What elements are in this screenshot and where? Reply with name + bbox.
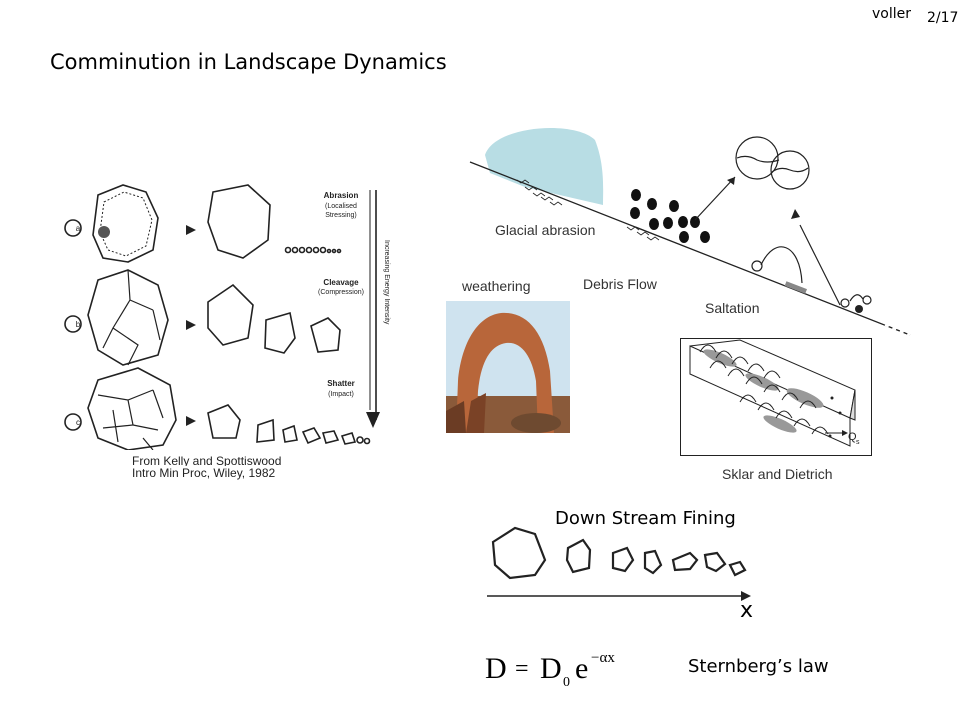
formula-exponent: −αx (591, 650, 615, 666)
row-b-particle (87, 269, 169, 366)
slide-title: Comminution in Landscape Dynamics (50, 50, 447, 74)
fracture-particle (770, 150, 810, 190)
landscape-schematic (469, 128, 911, 336)
saltation-grain (751, 260, 763, 272)
distance-axis-label: x (740, 598, 754, 623)
saltation-label: Saltation (705, 300, 760, 316)
fining-grain (671, 551, 699, 572)
comminution-mechanisms-figure: a b c Abrasion (Localised Stressing) Cle… (64, 184, 390, 450)
row-c-fragment (256, 418, 275, 443)
energy-axis-label: Increasing Energy Intensity (383, 240, 390, 325)
row-c-marker (64, 413, 82, 431)
qs-label: Q (848, 431, 857, 443)
fining-grain (611, 546, 635, 573)
weathering-arch-photo (446, 301, 570, 433)
row-c-fragment (301, 427, 322, 445)
credit-line-2: Intro Min Proc, Wiley, 1982 (132, 466, 276, 480)
abrasion-sub1: (Localised (325, 203, 357, 210)
row-c-label: c (76, 418, 80, 427)
sternberg-formula: D = D 0 e −αx (485, 650, 615, 690)
row-c-particle (87, 367, 177, 450)
credit-line-1: From Kelly and Spottiswood (132, 456, 282, 466)
formula-d0: D (540, 652, 562, 685)
row-c-fragment (321, 430, 340, 444)
shatter-label: Shatter (327, 379, 355, 388)
fining-grain (728, 560, 747, 577)
row-a-particle (92, 184, 159, 263)
shatter-sub: (Impact) (328, 391, 354, 398)
fracture-particle (735, 136, 779, 180)
figure-credit: From Kelly and Spottiswood Intro Min Pro… (132, 456, 282, 481)
abrasion-scratches (516, 179, 660, 241)
abrasion-label: Abrasion (324, 191, 359, 200)
weathering-label: weathering (462, 278, 531, 294)
row-b-fragment (310, 317, 341, 353)
row-a-fragment (207, 184, 271, 259)
author-name: voller (872, 6, 911, 22)
formula-subscript: 0 (563, 675, 570, 690)
saltation-box-figure: Q s (680, 338, 872, 456)
debris-boulders (630, 189, 710, 243)
fining-grain (643, 549, 663, 575)
row-b-fragment (207, 283, 254, 346)
hillslope (469, 161, 911, 336)
cleavage-sub: (Compression) (318, 289, 364, 296)
glacier (485, 128, 604, 205)
row-c-fragment (282, 424, 298, 443)
downstream-fining-title: Down Stream Fining (555, 508, 736, 529)
row-b-label: b (76, 320, 81, 329)
sklar-dietrich-citation: Sklar and Dietrich (722, 466, 833, 482)
axis-arrowhead (741, 591, 751, 601)
row-b-marker (64, 315, 82, 333)
formula-d: D (485, 652, 507, 685)
row-a-label: a (76, 224, 81, 233)
qs-subscript: s (856, 439, 860, 446)
page-number: 2/17 (927, 10, 959, 26)
sternberg-law-label: Sternberg’s law (688, 656, 829, 677)
downstream-fining-figure (487, 526, 751, 601)
abrasion-hatch (98, 226, 110, 238)
formula-e: e (575, 652, 588, 685)
abrasion-sub2: Stressing) (325, 212, 357, 219)
debris-flow-label: Debris Flow (583, 276, 657, 292)
glacial-abrasion-label: Glacial abrasion (495, 222, 596, 238)
fining-grain (491, 526, 547, 580)
fining-grain (565, 538, 592, 574)
cleavage-label: Cleavage (323, 278, 359, 287)
svg-text:=: = (515, 656, 529, 682)
fining-grain (703, 551, 727, 573)
row-arrows (186, 225, 380, 428)
row-b-fragment (264, 311, 296, 354)
row-c-fragment (340, 432, 357, 445)
row-c-fragment (207, 404, 241, 439)
row-a-marker (64, 219, 82, 237)
